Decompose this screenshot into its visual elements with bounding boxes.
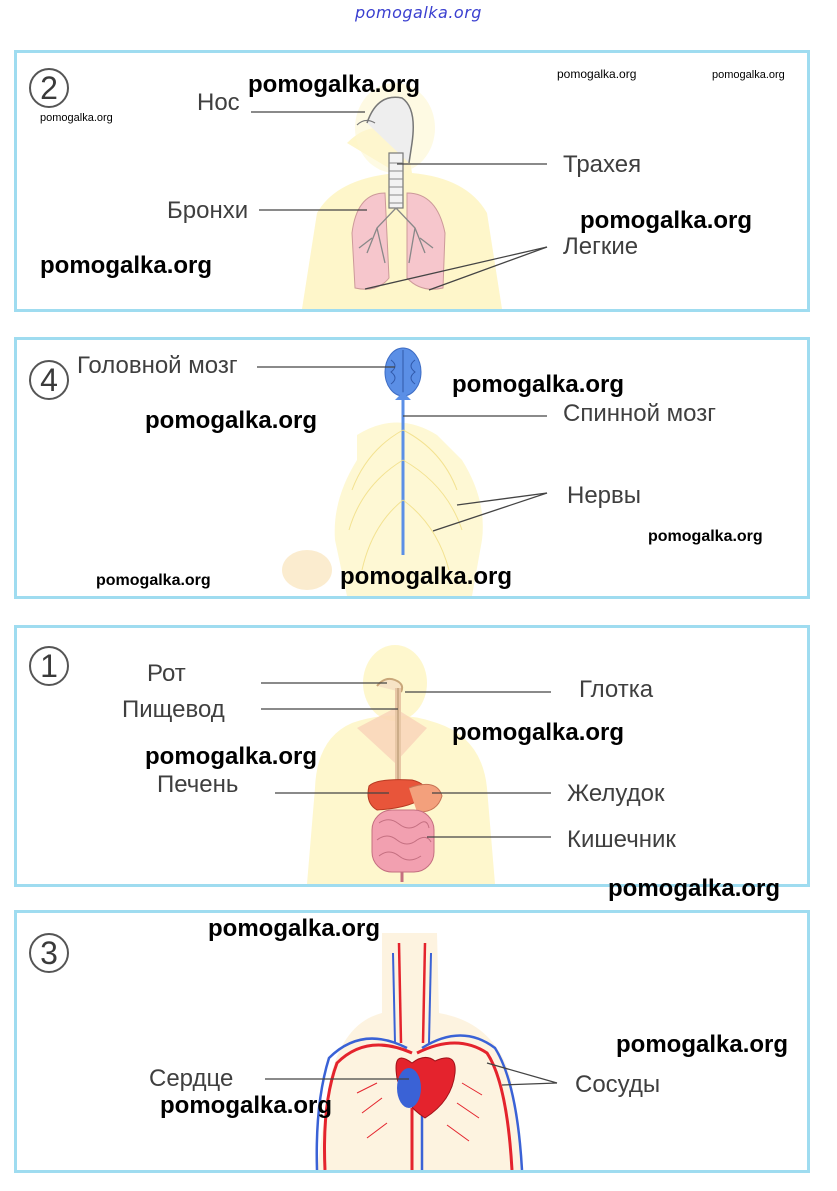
label-intestine: Кишечник (567, 826, 676, 853)
label-heart: Сердце (149, 1065, 234, 1092)
watermark: pomogalka.org (208, 915, 381, 942)
label-brain: Головной мозг (77, 352, 238, 379)
watermark: pomogalka.org (340, 563, 513, 590)
label-trachea: Трахея (563, 151, 642, 178)
panel-digestive: 1 Рот Пищевод Печень Глотка Желудок Кише… (14, 625, 810, 887)
label-liver: Печень (157, 771, 239, 798)
watermark: pomogalka.org (580, 207, 753, 234)
label-vessels: Сосуды (575, 1071, 661, 1098)
panel-circulatory: 3 Сердце Сосуды (14, 910, 810, 1173)
header-site-link[interactable]: pomogalka.org (355, 3, 482, 22)
label-esophagus: Пищевод (122, 696, 225, 723)
label-nerves: Нервы (567, 482, 642, 509)
panel-number-digestive: 1 (29, 646, 69, 686)
panel-number-respiratory: 2 (29, 68, 69, 108)
nervous-illustration (257, 347, 548, 596)
label-mouth: Рот (147, 660, 186, 687)
watermark: pomogalka.org (557, 67, 637, 81)
watermark: pomogalka.org (712, 69, 785, 81)
watermark: pomogalka.org (40, 112, 113, 124)
panel-respiratory: 2 Нос Трахея Бронхи Легкие (14, 50, 810, 312)
watermark: pomogalka.org (648, 528, 763, 545)
label-pharynx: Глотка (579, 676, 654, 703)
respiratory-illustration (251, 83, 548, 309)
label-stomach: Желудок (567, 780, 665, 807)
watermark: pomogalka.org (616, 1031, 789, 1058)
watermark: pomogalka.org (145, 743, 318, 770)
watermark: pomogalka.org (40, 252, 213, 279)
watermark: pomogalka.org (145, 407, 318, 434)
digestive-illustration (261, 645, 551, 884)
watermark: pomogalka.org (452, 719, 625, 746)
watermark: pomogalka.org (248, 71, 421, 98)
watermark: pomogalka.org (160, 1092, 333, 1119)
label-bronchi: Бронхи (167, 197, 249, 224)
label-nose: Нос (197, 89, 240, 116)
panel-number-circulatory: 3 (29, 933, 69, 973)
watermark: pomogalka.org (96, 572, 211, 589)
circulatory-illustration (265, 933, 558, 1170)
panel-nervous: 4 Головной мозг Спинной мозг Нервы (14, 337, 810, 599)
label-spinal-cord: Спинной мозг (563, 400, 716, 427)
panel-number-nervous: 4 (29, 360, 69, 400)
watermark: pomogalka.org (452, 371, 625, 398)
watermark: pomogalka.org (608, 875, 781, 902)
label-lungs: Легкие (563, 233, 639, 260)
